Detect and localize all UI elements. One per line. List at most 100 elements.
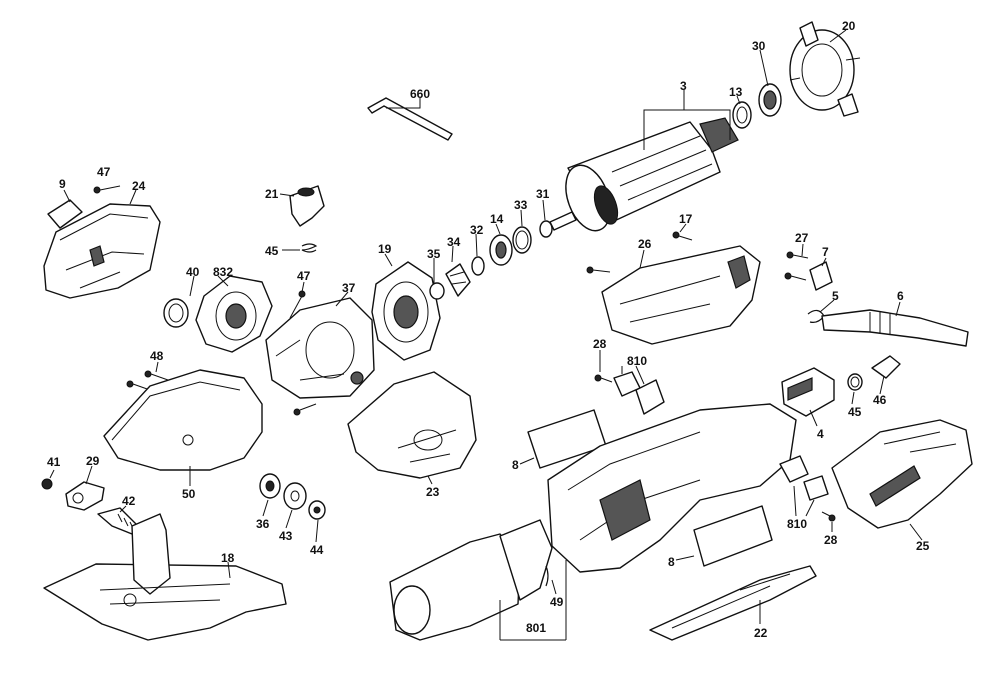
washer-36 [259,473,281,499]
part-label-30: 30 [752,39,766,53]
clip-49 [545,565,549,587]
screw-47a [93,185,121,194]
ring-40 [163,298,189,328]
washer-43 [283,482,307,510]
bearing-30 [758,83,782,117]
part-label-47: 47 [97,165,111,179]
screw-17 [672,231,693,241]
brush-ring-20 [789,21,861,117]
label-8b [693,505,773,567]
flange-832 [195,275,273,353]
part-label-40: 40 [186,265,200,279]
part-label-34: 34 [447,235,461,249]
pinion-34 [445,263,471,297]
screws-27 [784,251,809,281]
part-label-832: 832 [213,265,234,279]
part-label-3: 3 [680,79,687,93]
base-plate-18 [43,513,287,641]
part-label-48: 48 [150,349,164,363]
screw-44 [308,500,326,520]
part-label-26: 26 [638,237,652,251]
part-label-9: 9 [59,177,66,191]
cable-clamp-7 [809,261,833,291]
screw-28a [594,374,613,383]
part-label-37: 37 [342,281,356,295]
motor-housing-26 [601,245,761,345]
part-label-41: 41 [47,455,61,469]
part-label-29: 29 [86,454,100,468]
part-label-33: 33 [514,198,528,212]
gear-housing-37 [265,297,375,399]
top-guard-24 [43,203,161,299]
field-coil-801 [389,519,553,641]
part-label-801: 801 [526,621,547,635]
part-label-36: 36 [256,517,270,531]
bearing-14 [489,234,513,266]
part-label-46: 46 [873,393,887,407]
handle-cover-25 [831,419,973,529]
part-label-8b: 8 [668,555,675,569]
screw-50 [293,403,317,416]
ring-33 [512,226,532,254]
brush-holder-810b [779,455,829,501]
button-46 [871,355,901,379]
armature-3 [549,117,739,232]
knob-21 [289,185,325,227]
bottom-cover-22 [649,565,817,641]
part-label-44: 44 [310,543,324,557]
part-label-24: 24 [132,179,146,193]
part-label-42: 42 [122,494,136,508]
part-label-4: 4 [817,427,824,441]
part-label-17: 17 [679,212,693,226]
part-label-5: 5 [832,289,839,303]
screw-41 [41,478,53,490]
part-label-32: 32 [470,223,484,237]
part-label-28: 28 [593,337,607,351]
bearing-plate-19 [371,261,441,361]
part-label-6: 6 [897,289,904,303]
part-label-31: 31 [536,187,550,201]
part-label-49: 49 [550,595,564,609]
nut-35 [429,282,445,300]
screw-26 [586,266,611,274]
ring-13 [732,101,752,129]
part-label-8: 8 [512,458,519,472]
part-label-20: 20 [842,19,856,33]
part-label-13: 13 [729,85,743,99]
lower-guard-23 [347,371,477,479]
main-housing [547,403,797,573]
cable-6 [821,309,969,347]
part-label-28b: 28 [824,533,838,547]
hex-key-660 [367,97,453,141]
washer-31 [539,220,553,238]
spring-45b [847,373,863,391]
part-label-14: 14 [490,212,504,226]
part-label-45: 45 [265,244,279,258]
blade-guard-50 [103,369,263,471]
part-label-21: 21 [265,187,279,201]
part-label-47b: 47 [297,269,311,283]
part-label-810b: 810 [787,517,808,531]
part-label-18: 18 [221,551,235,565]
part-label-7: 7 [822,245,829,259]
part-label-43: 43 [279,529,293,543]
part-label-22: 22 [754,626,768,640]
part-label-45b: 45 [848,405,862,419]
part-label-19: 19 [378,242,392,256]
part-label-810: 810 [627,354,648,368]
knob-29 [65,481,105,511]
screw-28b [821,511,836,522]
washer-32 [471,256,485,276]
leader-lines [49,29,923,641]
switch-4 [781,367,835,417]
part-label-25: 25 [916,539,930,553]
part-label-50: 50 [182,487,196,501]
plate-9 [47,199,83,229]
part-label-27: 27 [795,231,809,245]
brush-holder-810a [613,371,665,415]
part-label-35: 35 [427,247,441,261]
part-label-23: 23 [426,485,440,499]
spring-45a [301,243,318,253]
part-label-660: 660 [410,87,431,101]
